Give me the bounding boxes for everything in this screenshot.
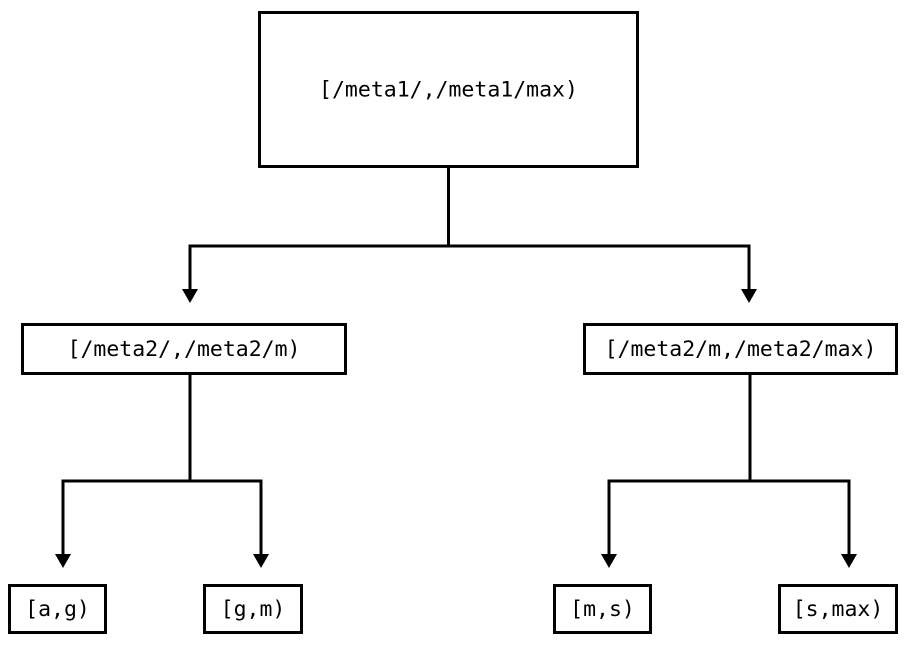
node-box[interactable] — [778, 584, 898, 634]
tree-edge — [748, 375, 857, 568]
arrowhead-icon — [601, 554, 617, 568]
edge-layer — [55, 168, 857, 568]
node-layer: [/meta1/,/meta1/max) [/meta2/,/meta2/m) [/… — [8, 11, 898, 634]
edge-line — [61, 375, 192, 555]
node-label: [g,m) — [221, 597, 286, 622]
node-label: [s,max) — [793, 597, 884, 622]
arrowhead-icon — [182, 289, 198, 303]
node-box[interactable] — [258, 11, 639, 168]
node-box[interactable] — [21, 323, 347, 375]
tree-node-leaf-gm[interactable]: [g,m) — [203, 584, 303, 634]
edge-line — [748, 375, 851, 555]
node-box[interactable] — [583, 323, 898, 375]
node-label: [/meta2/m,/meta2/max) — [605, 337, 877, 362]
node-label: [m,s) — [570, 597, 635, 622]
tree-edge — [55, 375, 192, 568]
node-label: [/meta1/,/meta1/max) — [319, 78, 578, 103]
edge-line — [188, 168, 450, 290]
arrowhead-icon — [741, 289, 757, 303]
edge-line — [188, 375, 263, 555]
tree-node-mid-right[interactable]: [/meta2/m,/meta2/max) — [583, 323, 898, 375]
node-box[interactable] — [203, 584, 303, 634]
tree-node-leaf-smax[interactable]: [s,max) — [778, 584, 898, 634]
node-label: [a,g) — [25, 597, 90, 622]
tree-edge — [182, 168, 450, 303]
node-box[interactable] — [553, 584, 652, 634]
edge-line — [607, 375, 752, 555]
tree-node-leaf-ag[interactable]: [a,g) — [8, 584, 107, 634]
arrowhead-icon — [841, 554, 857, 568]
node-box[interactable] — [8, 584, 107, 634]
tree-node-mid-left[interactable]: [/meta2/,/meta2/m) — [21, 323, 347, 375]
edge-line — [447, 168, 751, 290]
tree-edge — [188, 375, 269, 568]
tree-edge — [447, 168, 757, 303]
tree-edge — [601, 375, 752, 568]
arrowhead-icon — [55, 554, 71, 568]
arrowhead-icon — [253, 554, 269, 568]
node-label: [/meta2/,/meta2/m) — [68, 337, 301, 362]
tree-node-leaf-ms[interactable]: [m,s) — [553, 584, 652, 634]
tree-node-root[interactable]: [/meta1/,/meta1/max) — [258, 11, 639, 168]
